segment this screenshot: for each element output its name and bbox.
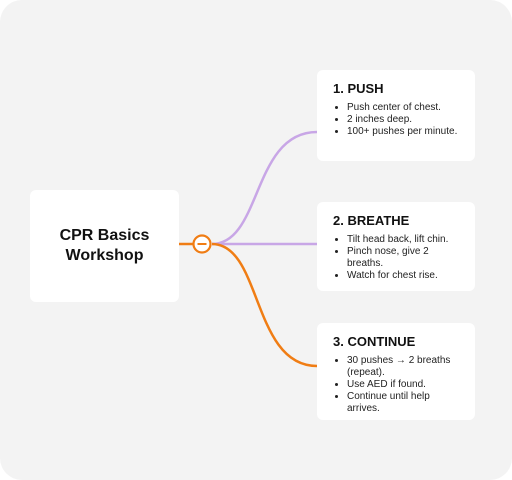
central-topic-title: CPR Basics Workshop [59,227,150,264]
step-card-continue[interactable]: 3. CONTINUE 30 pushes → 2 breaths (repea… [317,323,475,420]
step-title: 1. PUSH [333,81,384,96]
list-item: 100+ pushes per minute. [347,126,465,138]
branch-line-continue [211,242,318,368]
list-item: Push center of chest. [347,102,465,114]
list-item: Watch for chest rise. [347,270,465,282]
branch-line-push [211,130,318,246]
list-item: 2 inches deep. [347,114,465,126]
list-item: Pinch nose, give 2 breaths. [347,246,465,270]
list-item: Tilt head back, lift chin. [347,234,465,246]
step-title: 3. CONTINUE [333,334,416,349]
list-item: Use AED if found. [347,379,465,391]
step-card-push[interactable]: 1. PUSH Push center of chest. 2 inches d… [317,70,475,161]
step-list: 30 pushes → 2 breaths (repeat). Use AED … [333,355,465,415]
step-list: Push center of chest. 2 inches deep. 100… [333,102,465,138]
step-list: Tilt head back, lift chin. Pinch nose, g… [333,234,465,282]
step-card-breathe[interactable]: 2. BREATHE Tilt head back, lift chin. Pi… [317,202,475,291]
central-topic-card[interactable]: CPR Basics Workshop [30,190,179,302]
list-item: 30 pushes → 2 breaths (repeat). [347,355,465,379]
list-item: Continue until help arrives. [347,391,465,415]
step-title: 2. BREATHE [333,213,410,228]
collapse-toggle[interactable] [192,234,212,254]
